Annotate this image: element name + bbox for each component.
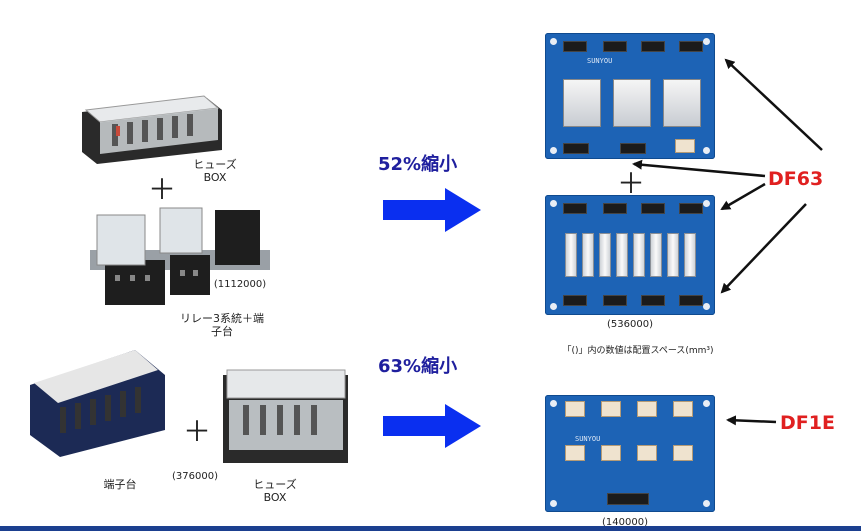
fuse-box-label-top: ヒューズ BOX [193, 158, 237, 184]
df1e-board-brand: SUNYOU [575, 435, 601, 443]
volume-right-top: (536000) [607, 319, 653, 330]
label-df1e: DF1E [780, 412, 835, 434]
label-df63: DF63 [768, 168, 824, 190]
terminal-label: 端子台 [103, 478, 137, 491]
fuse-box-label-bottom: ヒューズ BOX [253, 478, 297, 504]
reduction-top-text: 52%縮小 [378, 154, 458, 175]
volume-left-top: (1112000) [213, 279, 267, 290]
plus-sign-left-top: ＋ [148, 173, 177, 206]
arrow-right-bottom-icon [383, 404, 483, 452]
note-text: 「()」内の数値は配置スペース(mm³) [562, 346, 714, 356]
plus-sign-right: ＋ [617, 167, 646, 200]
arrow-right-top-icon [383, 188, 483, 236]
fuse-box-image-bottom [215, 365, 355, 470]
fuse-board-image [545, 195, 715, 315]
reduction-bottom-text: 63%縮小 [378, 356, 458, 377]
df1e-board-image: SUNYOU [545, 395, 715, 512]
plus-sign-left-bottom: ＋ [183, 415, 212, 448]
relay-board-image: SUNYOU [545, 33, 715, 159]
volume-right-bottom: (140000) [602, 517, 648, 528]
relay-label: リレー3系統＋端 子台 [180, 312, 264, 338]
relay-terminal-image [85, 200, 275, 310]
fuse-box-image-top [72, 90, 232, 170]
bottom-bar [0, 526, 861, 531]
relay-board-brand: SUNYOU [587, 57, 613, 65]
volume-left-bottom: (376000) [172, 471, 218, 482]
terminal-block-image [20, 345, 170, 460]
